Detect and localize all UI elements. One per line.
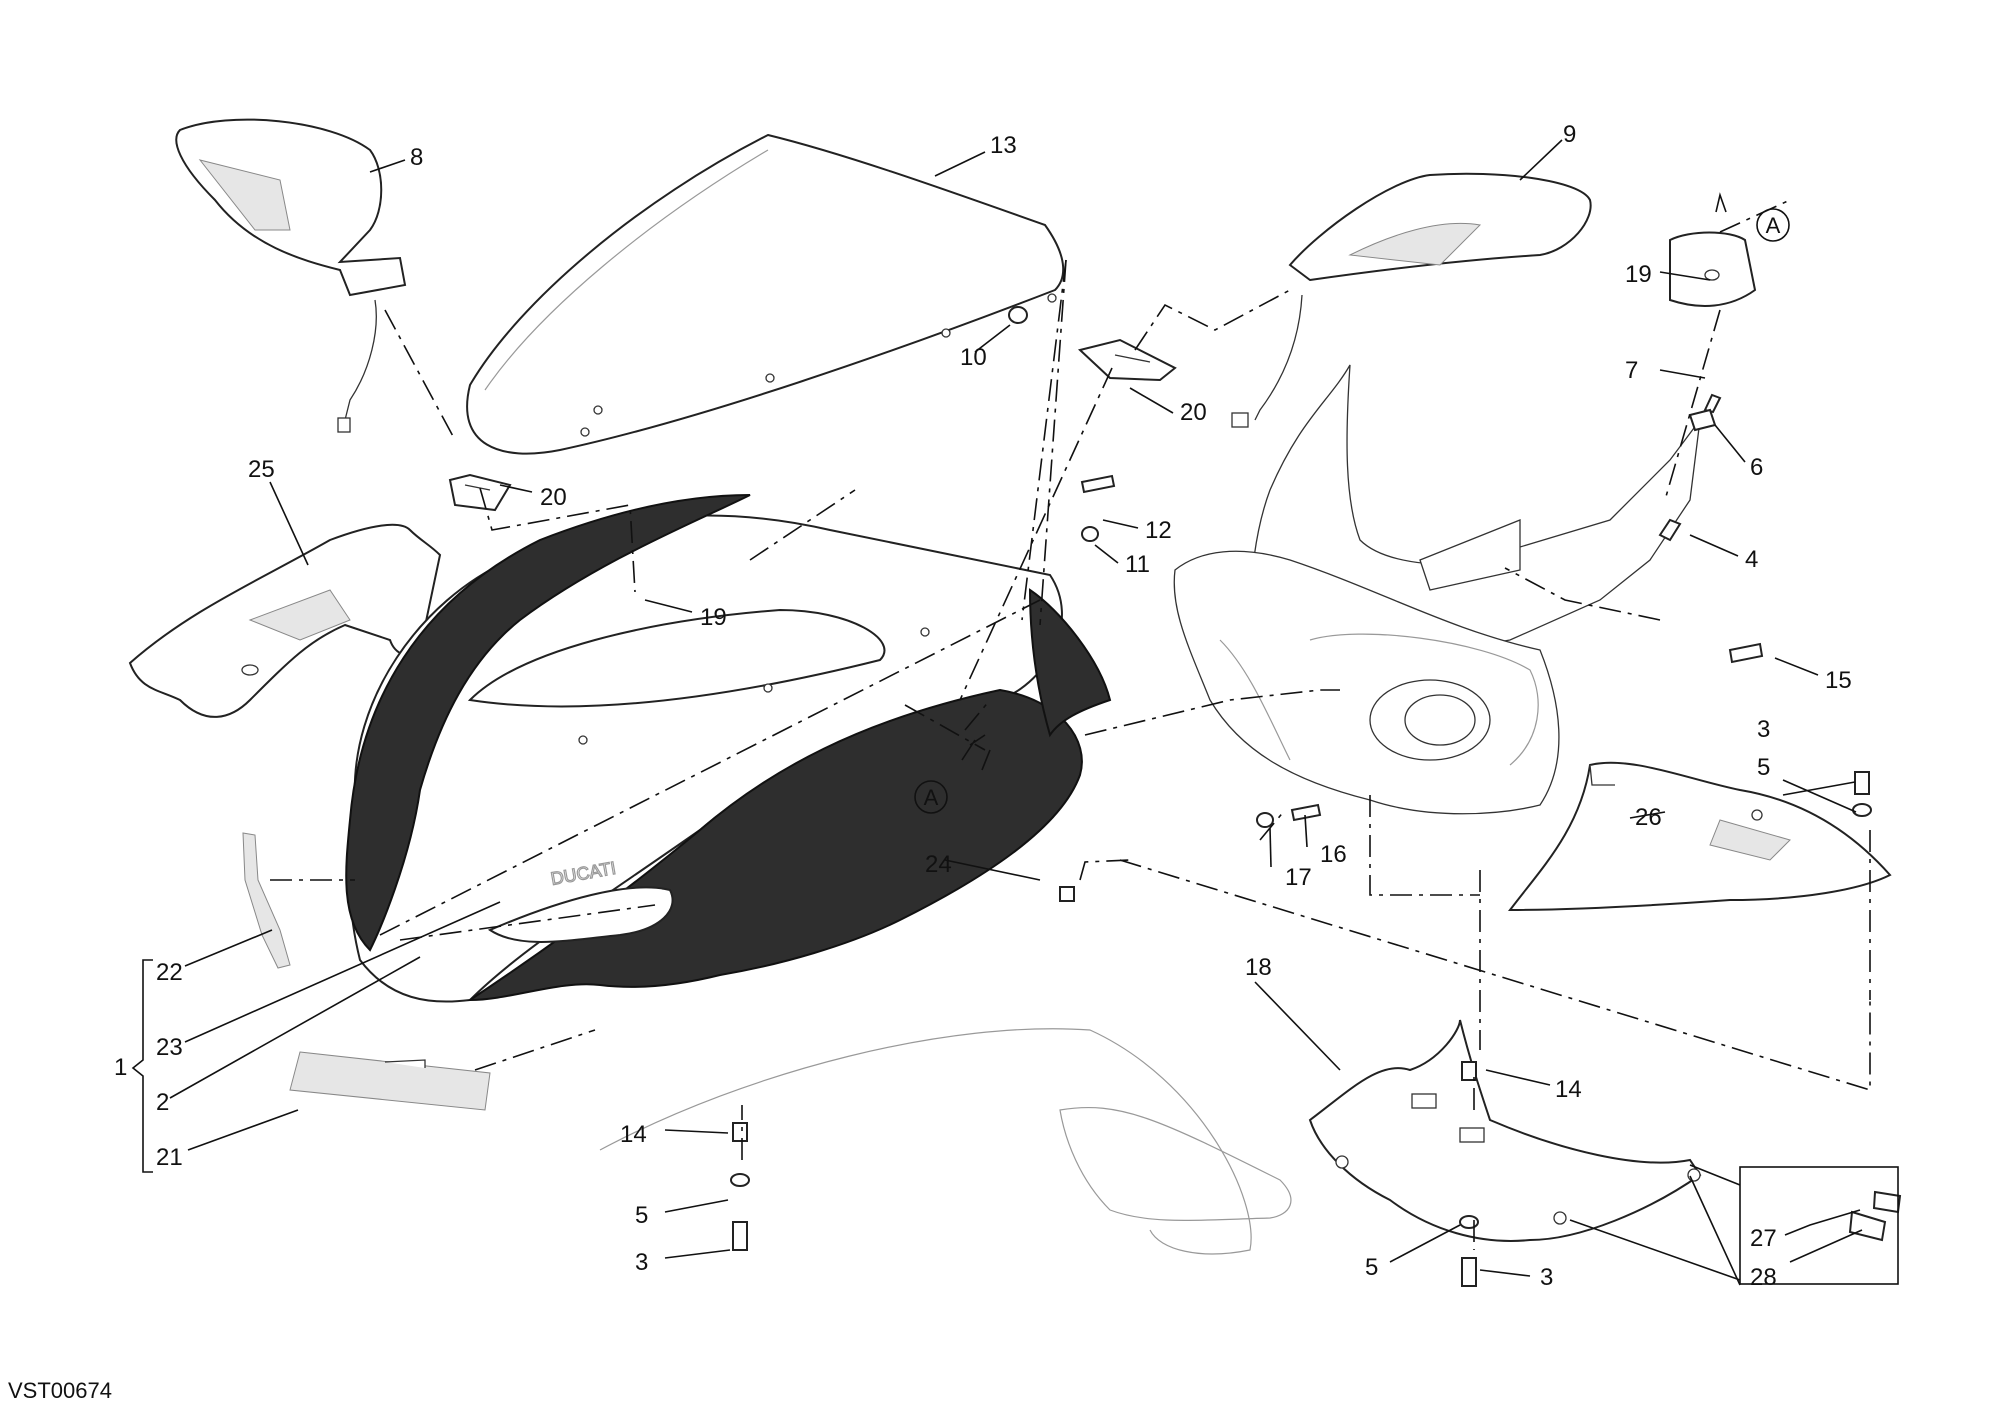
callout-14-left: 14	[620, 1121, 647, 1148]
washer-11	[1081, 526, 1099, 542]
screw-3-left	[732, 1221, 748, 1251]
inner-cover-right-part	[1507, 761, 1892, 912]
callout-22: 22	[156, 959, 183, 986]
screw-12	[1080, 474, 1116, 494]
headlight-assembly-part	[1173, 364, 1701, 815]
lower-bracket-part	[1308, 1019, 1702, 1242]
callout-1: 1	[114, 1054, 127, 1081]
plate-part-right	[1669, 231, 1757, 307]
callouts: 8 13 9 10 20 20 19 12 11 19 7 6 4 15 25 …	[114, 121, 1852, 1291]
callout-5-upper: 5	[1757, 754, 1770, 781]
callout-11: 11	[1125, 551, 1150, 578]
svg-text:A: A	[924, 785, 939, 810]
callout-18: 18	[1245, 954, 1272, 981]
washer-5-left	[730, 1173, 750, 1187]
callout-10: 10	[960, 344, 987, 371]
nut-24	[1059, 886, 1075, 902]
clip-6	[1688, 408, 1717, 432]
screw-3-upper	[1854, 771, 1870, 795]
screw-7	[1703, 393, 1722, 414]
air-duct-grille-part	[242, 832, 291, 969]
callout-8: 8	[410, 144, 423, 171]
callout-15: 15	[1825, 667, 1852, 694]
washer-5-upper	[1852, 803, 1872, 817]
callout-5-right: 5	[1365, 1254, 1378, 1281]
mirror-gasket-right	[1077, 338, 1177, 382]
screw-4	[1658, 518, 1682, 542]
spacer-14-right	[1461, 1061, 1477, 1081]
callout-13: 13	[990, 132, 1017, 159]
callout-26: 26	[1635, 804, 1662, 831]
callout-20a: 20	[1180, 399, 1207, 426]
callout-27: 27	[1750, 1225, 1777, 1252]
callout-17: 17	[1285, 864, 1312, 891]
assembly-lines	[270, 199, 1871, 1250]
washer-17	[1256, 812, 1274, 828]
mesh-grille-part	[289, 1051, 491, 1111]
lower-fairing-ghost	[599, 1028, 1292, 1255]
ref-marker-a-right: A	[1715, 192, 1790, 242]
callout-19b: 19	[1625, 261, 1652, 288]
callout-20b: 20	[540, 484, 567, 511]
inset-box-27-28	[1739, 1166, 1899, 1285]
screw-15	[1728, 642, 1764, 664]
callout-2: 2	[156, 1089, 169, 1116]
grommet-part	[1008, 306, 1028, 324]
screw-3-right	[1461, 1257, 1477, 1287]
spacer-14-left	[732, 1122, 748, 1142]
mirror-gasket-left	[448, 473, 512, 512]
ref-marker-a-left: A	[914, 734, 986, 814]
screw-16	[1290, 803, 1322, 822]
callout-25: 25	[248, 456, 275, 483]
group-bracket	[131, 959, 153, 1173]
left-mirror-part	[175, 118, 407, 433]
diagram-code: VST00674	[8, 1378, 112, 1403]
bushing-28	[1848, 1210, 1887, 1242]
callout-23: 23	[156, 1034, 183, 1061]
windscreen-part	[466, 133, 1065, 455]
callout-19a: 19	[700, 604, 727, 631]
callout-4: 4	[1745, 546, 1758, 573]
svg-text:A: A	[1766, 213, 1781, 238]
callout-3-right: 3	[1540, 1264, 1553, 1291]
callout-14-right: 14	[1555, 1076, 1582, 1103]
callout-12: 12	[1145, 517, 1172, 544]
callout-6: 6	[1750, 454, 1763, 481]
callout-3-upper: 3	[1757, 716, 1770, 743]
leader-lines	[169, 139, 1863, 1286]
right-mirror-part	[1231, 172, 1592, 428]
callout-16: 16	[1320, 841, 1347, 868]
callout-28: 28	[1750, 1264, 1777, 1291]
washer-5-right	[1459, 1215, 1479, 1229]
callout-9: 9	[1563, 121, 1576, 148]
callout-21: 21	[156, 1144, 183, 1171]
callout-3-left: 3	[635, 1249, 648, 1276]
callout-7: 7	[1625, 357, 1638, 384]
screw-27	[1872, 1190, 1902, 1214]
main-fairing-part: DUCATI	[345, 494, 1112, 1003]
callout-5-left: 5	[635, 1202, 648, 1229]
callout-24: 24	[925, 851, 952, 878]
